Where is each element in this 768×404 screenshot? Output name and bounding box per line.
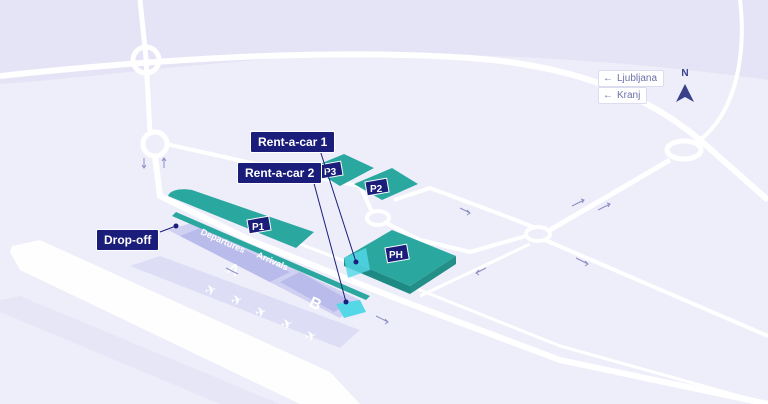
callout-rent-a-car-1: Rent-a-car 1 — [250, 131, 336, 153]
direction-kranj-label: Kranj — [617, 90, 641, 101]
east-road — [698, 0, 744, 142]
callout-leaders — [159, 143, 359, 305]
compass: N — [675, 68, 695, 80]
airplane-icon: ✈ — [279, 315, 294, 333]
direction-ljubljana: ← Ljubljana — [598, 70, 665, 87]
parking-p1-sign: P1 — [246, 215, 272, 235]
svg-text:P1: P1 — [252, 222, 265, 233]
direction-kranj: ← Kranj — [598, 87, 648, 104]
terminal-a-label: A — [224, 260, 242, 280]
lower-exit-road — [419, 242, 531, 298]
airplane-icon: ✈ — [253, 303, 268, 321]
roundabout-north — [130, 44, 162, 76]
parking-access-road — [393, 185, 537, 230]
direction-ljubljana-label: Ljubljana — [617, 73, 658, 84]
roundabout-south — [524, 225, 552, 243]
terminal-roof-b — [280, 272, 352, 312]
north-arrow-icon — [676, 84, 694, 102]
northern-road — [137, 0, 153, 133]
parking-p1-area — [168, 189, 314, 248]
terminal-roof-a — [180, 228, 290, 282]
svg-text:P2: P2 — [370, 184, 383, 195]
taxiway — [10, 240, 360, 404]
arterial-road — [548, 157, 672, 233]
leader-rent-a-car-1 — [317, 143, 357, 263]
airplane-icon: ✈ — [203, 281, 218, 299]
leader-drop-off — [159, 225, 177, 233]
callout-rent-a-car-2: Rent-a-car 2 — [237, 162, 323, 184]
apron — [130, 256, 360, 348]
roundabout-east — [664, 138, 704, 162]
callout-drop-off: Drop-off — [96, 229, 160, 251]
terminal-loop-road — [152, 155, 768, 404]
arrow-left-icon: ← — [603, 73, 613, 84]
terminal-curb-teal — [172, 212, 370, 300]
airplane-icons: ✈ ✈ ✈ ✈ ✈ — [203, 281, 318, 345]
parking-ph-sign: PH — [384, 243, 410, 264]
airplane-icon: ✈ — [229, 291, 244, 309]
roundabout-center — [365, 209, 391, 227]
southeast-road — [544, 238, 768, 338]
road-direction-arrows — [141, 157, 611, 325]
airplane-icon: ✈ — [303, 327, 318, 345]
parking-p2-sign: P2 — [364, 177, 390, 197]
terminal-b-cyan — [336, 300, 366, 318]
compass-north-label: N — [681, 68, 689, 79]
connector-road — [383, 220, 527, 255]
roundabout-west — [140, 129, 170, 159]
background-terrain — [0, 0, 768, 84]
svg-text:PH: PH — [389, 250, 403, 261]
svg-text:P3: P3 — [324, 167, 337, 178]
leader-rent-a-car-2 — [311, 175, 347, 303]
arrow-left-icon: ← — [603, 90, 613, 101]
runway — [0, 296, 280, 404]
